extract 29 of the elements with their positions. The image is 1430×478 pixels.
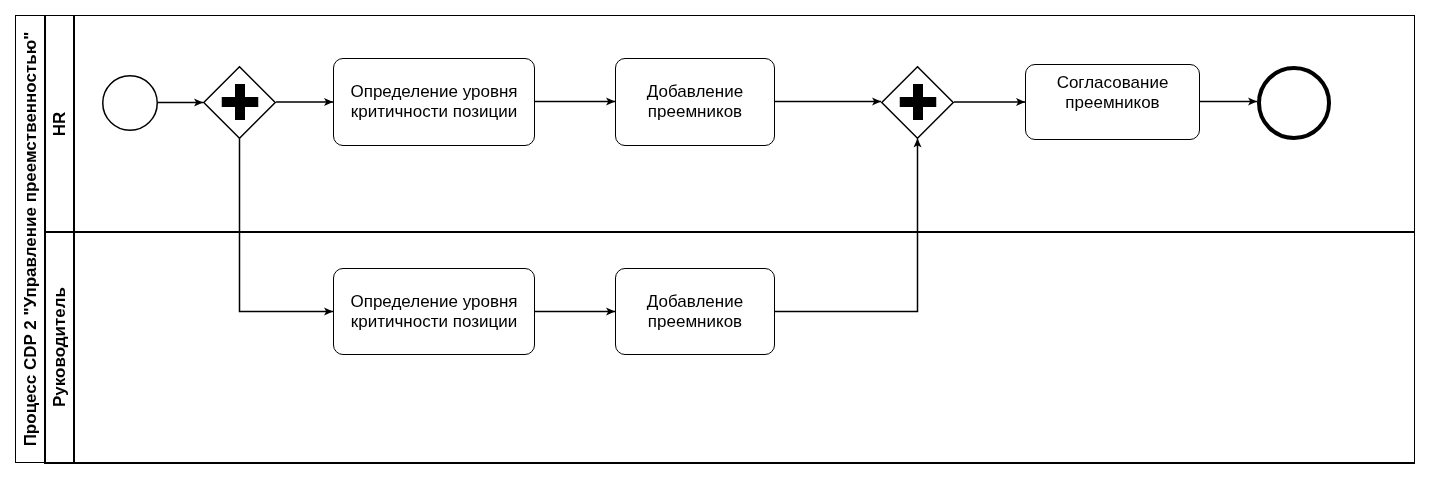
task-label: Определение уровня критичности позиции bbox=[349, 81, 519, 122]
task-box bbox=[1025, 63, 1200, 140]
lane-title: Руководитель bbox=[49, 287, 69, 408]
sequence-flow-arrow bbox=[534, 97, 616, 106]
parallel-gateway-diamond bbox=[881, 65, 954, 139]
sequence-flow-arrow bbox=[1199, 97, 1258, 106]
task-box bbox=[615, 57, 775, 146]
task-label: Добавление преемников bbox=[645, 291, 745, 332]
sequence-flow-arrow bbox=[774, 137, 922, 313]
sequence-flow-arrow bbox=[157, 98, 204, 107]
task-label: Добавление преемников bbox=[645, 81, 745, 122]
swimlane bbox=[44, 14, 1415, 233]
task-label: Определение уровня критичности позиции bbox=[349, 291, 519, 332]
sequence-flow-arrow bbox=[275, 97, 334, 107]
pool-box bbox=[15, 15, 1415, 463]
task-label: Согласование преемников bbox=[1055, 72, 1170, 113]
lane-title: HR bbox=[49, 111, 69, 136]
sequence-flow-arrow bbox=[953, 97, 1026, 107]
sequence-flow-arrow bbox=[774, 97, 882, 106]
sequence-flow-arrow bbox=[534, 307, 616, 316]
end-event-circle bbox=[1257, 65, 1331, 140]
sequence-flow-arrow bbox=[238, 137, 334, 316]
pool-title: Процесс CDP 2 "Управление преемственностью" bbox=[20, 31, 40, 447]
task-box bbox=[333, 57, 535, 146]
parallel-gateway-diamond bbox=[203, 65, 276, 139]
task-box bbox=[615, 268, 775, 355]
task-box bbox=[333, 268, 535, 355]
start-event-circle bbox=[102, 74, 158, 131]
swimlane bbox=[44, 231, 1415, 464]
